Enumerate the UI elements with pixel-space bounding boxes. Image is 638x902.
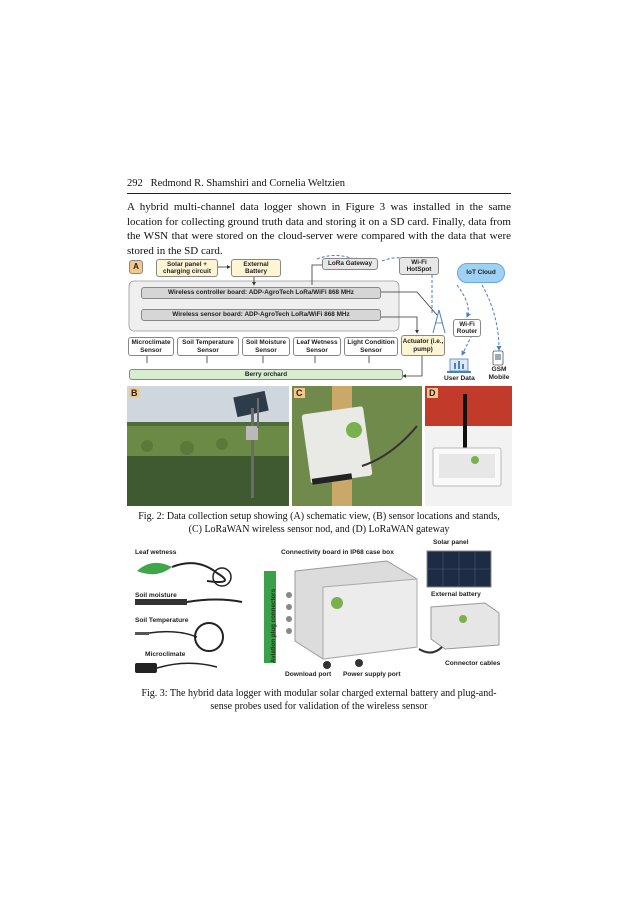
- label-external-battery: External battery: [431, 591, 481, 598]
- orchard-box: Berry orchard: [129, 369, 403, 380]
- panel-d-letter: D: [427, 388, 438, 398]
- label-leaf-wetness: Leaf wetness: [135, 549, 177, 556]
- running-header: 292 Redmond R. Shamshiri and Cornelia We…: [127, 178, 511, 189]
- actuator-box: Actuator (i.e., pump): [401, 335, 445, 356]
- panel-b-letter: B: [129, 388, 140, 398]
- phone-icon: [492, 350, 504, 366]
- user-data-label: User Data: [444, 375, 475, 382]
- label-soil-temperature: Soil Temperature: [135, 617, 189, 624]
- authors: Redmond R. Shamshiri and Cornelia Weltzi…: [150, 178, 345, 189]
- figure-2: A Solar panel + charging circuit Externa…: [127, 255, 512, 506]
- label-solar-panel: Solar panel: [433, 539, 469, 546]
- orchard-photo-illustration: [127, 386, 289, 506]
- label-microclimate: Microclimate: [145, 651, 186, 658]
- sensor-box-leaf-wetness: Leaf Wetness Sensor: [293, 337, 341, 356]
- sensor-box-soil-moisture: Soil Moisture Sensor: [242, 337, 290, 356]
- sensor-node-photo-illustration: [292, 386, 422, 506]
- sensor-board-box: Wireless sensor board: ADP-AgroTech LoRa…: [141, 309, 381, 321]
- battery-box: External Battery: [231, 259, 281, 277]
- label-soil-moisture: Soil moisture: [135, 592, 177, 599]
- page-number: 292: [127, 178, 143, 189]
- router-box: Wi-Fi Router: [453, 319, 481, 337]
- controller-board-box: Wireless controller board: ADP-AgroTech …: [141, 287, 381, 299]
- label-power-port: Power supply port: [343, 671, 401, 678]
- hotspot-box: Wi-Fi HotSpot: [399, 257, 439, 275]
- panel-d-photo: D: [425, 386, 512, 506]
- figure-3: Leaf wetness Soil moisture Soil Temperat…: [127, 537, 512, 683]
- cloud-box: IoT Cloud: [457, 263, 505, 283]
- panel-c-letter: C: [294, 388, 305, 398]
- gsm-label: GSM Mobile: [488, 366, 510, 381]
- label-connector-cables: Connector cables: [445, 660, 501, 667]
- label-connectivity: Connectivity board in IP68 case box: [281, 549, 394, 556]
- label-aviation: Aviation plug connectors: [270, 588, 277, 663]
- panel-b-photo: B: [127, 386, 289, 506]
- gateway-photo-illustration: [425, 386, 512, 506]
- panel-a-schematic: A Solar panel + charging circuit Externa…: [127, 255, 512, 383]
- label-download-port: Download port: [285, 671, 332, 678]
- sensor-box-microclimate: Microclimate Sensor: [128, 337, 174, 356]
- gateway-box: LoRa Gateway: [322, 258, 378, 270]
- panel-a-letter: A: [129, 260, 143, 274]
- laptop-icon: [447, 358, 471, 373]
- header-rule: [127, 193, 511, 194]
- router-tower-icon: [432, 309, 446, 334]
- solar-box: Solar panel + charging circuit: [156, 259, 218, 277]
- sensor-box-soil-temperature: Soil Temperature Sensor: [177, 337, 239, 356]
- sensor-box-light-condition: Light Condition Sensor: [344, 337, 398, 356]
- figure-2-caption: Fig. 2: Data collection setup showing (A…: [138, 511, 500, 535]
- figure-3-caption: Fig. 3: The hybrid data logger with modu…: [141, 688, 497, 712]
- figure-3-illustration: [135, 550, 500, 673]
- panel-c-photo: C: [292, 386, 422, 506]
- body-paragraph: A hybrid multi-channel data logger shown…: [127, 201, 511, 257]
